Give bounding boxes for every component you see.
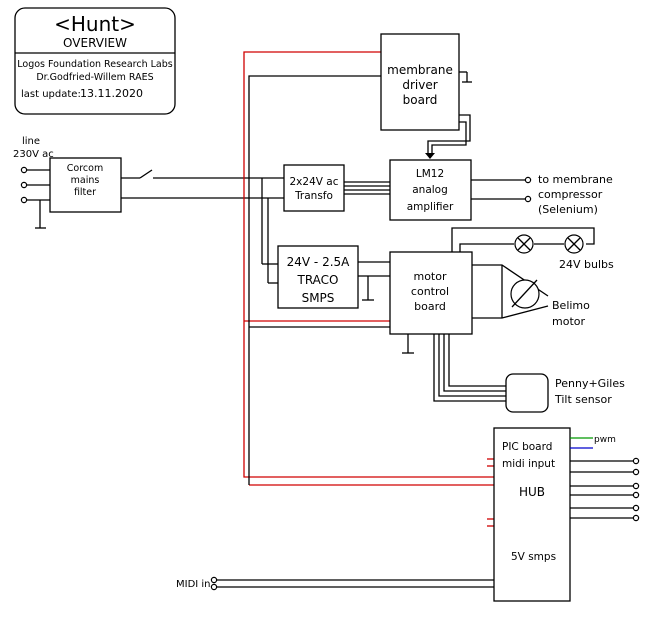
mains-terminal-e [20, 196, 28, 204]
smps-label: 24V - 2.5A [287, 255, 351, 269]
amplifier-label: amplifier [407, 201, 454, 213]
compressor-label: (Selenium) [538, 203, 598, 216]
motor-control-label: motor [413, 270, 446, 283]
motor-control-label: board [414, 300, 446, 313]
amplifier-label: analog [412, 184, 448, 196]
hub-output-terminal [632, 468, 640, 476]
subtitle-text: OVERVIEW [63, 36, 127, 50]
motor-icon [510, 279, 540, 309]
midi-terminal [210, 576, 218, 584]
smps-label: SMPS [302, 291, 335, 305]
membrane-driver-label: membrane [387, 63, 453, 77]
update-label: last update: [21, 89, 81, 100]
bulb-icon [514, 234, 534, 254]
bulbs-label: 24V bulbs [559, 258, 614, 271]
smps-block: 24V - 2.5A TRACO SMPS [277, 245, 359, 309]
line-label: line [22, 136, 40, 147]
filter-label: Corcom [67, 163, 103, 174]
compressor-terminal [524, 176, 532, 184]
title-text: <Hunt> [54, 12, 136, 36]
compressor-label: compressor [538, 188, 603, 201]
tilt-label: Tilt sensor [554, 393, 612, 406]
midi-terminal [210, 583, 218, 591]
smps-label: TRACO [296, 273, 338, 287]
control-bus [248, 75, 383, 485]
update-date: 13.11.2020 [80, 87, 143, 100]
compressor-label: to membrane [538, 173, 613, 186]
mains-terminal-n [20, 181, 28, 189]
motor-label: Belimo [552, 299, 590, 312]
mains-terminal-l [20, 166, 28, 174]
tilt-label: Penny+Giles [555, 377, 625, 390]
amplifier-block: LM12 analog amplifier [389, 159, 472, 221]
transfo-block: 2x24V ac Transfo [283, 164, 345, 212]
power-bus [243, 51, 494, 478]
motor-control-block: motor control board [389, 251, 473, 335]
title-block: <Hunt> OVERVIEW Logos Foundation Researc… [14, 7, 176, 115]
transfo-label: Transfo [294, 190, 333, 202]
bulb-icon [564, 234, 584, 254]
pic-title: PIC board [502, 441, 552, 453]
midi-in-label: MIDI in [176, 579, 211, 590]
hub-output-terminal [632, 491, 640, 499]
filter-label: mains [71, 175, 100, 186]
motor-label: motor [552, 315, 585, 328]
org-text: Logos Foundation Research Labs [17, 59, 173, 70]
pwm-label: pwm [594, 435, 616, 445]
amplifier-label: LM12 [416, 168, 444, 180]
pic-smps-label: 5V smps [511, 551, 556, 563]
mains-filter-block: Corcom mains filter [49, 157, 122, 213]
hub-output-terminal [632, 504, 640, 512]
tilt-sensor-icon [505, 373, 549, 413]
hub-output-terminal [632, 482, 640, 490]
arrow-to-amplifier [425, 153, 435, 159]
motor-control-label: control [411, 285, 449, 298]
mains-switch [139, 169, 153, 179]
transfo-label: 2x24V ac [290, 176, 339, 188]
membrane-driver-block: membrane driver board [380, 33, 460, 131]
pic-board-block: PIC board midi input HUB 5V smps [493, 427, 571, 602]
filter-label: filter [74, 187, 96, 198]
author-text: Dr.Godfried-Willem RAES [36, 72, 153, 83]
membrane-driver-label: board [403, 93, 438, 107]
mains-input: line 230V ac [13, 136, 54, 229]
hub-output-terminal [632, 457, 640, 465]
pic-hub-label: HUB [519, 485, 545, 499]
membrane-driver-label: driver [402, 78, 437, 92]
hub-output-terminal [632, 514, 640, 522]
pic-midi-label: midi input [502, 458, 555, 470]
voltage-label: 230V ac [13, 149, 54, 160]
title-frame [14, 7, 176, 115]
compressor-terminal [524, 195, 532, 203]
